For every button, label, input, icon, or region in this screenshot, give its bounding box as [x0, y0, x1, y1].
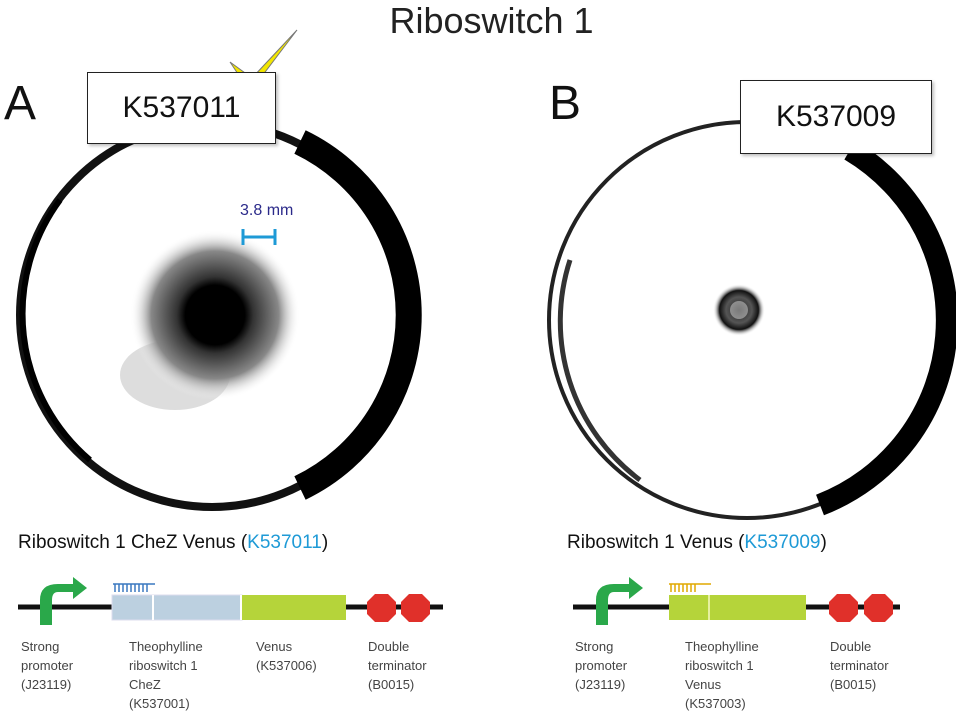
scale-bar — [241, 229, 277, 245]
part-label-riboswitch-b: Theophylline riboswitch 1 Venus (K537003… — [685, 639, 759, 711]
riboswitch-aptamer-icon — [113, 583, 155, 592]
part-label-promoter-a: Strong promoter (J23119) — [21, 639, 74, 692]
construct-b — [573, 577, 900, 625]
caption-text: Riboswitch 1 CheZ Venus ( — [18, 532, 248, 553]
terminator-icon — [401, 594, 430, 622]
figure-title: Riboswitch 1 — [389, 0, 594, 41]
caption-text: Riboswitch 1 Venus ( — [567, 532, 745, 553]
strain-label-b: K537009 — [740, 80, 932, 154]
panel-letter-a: A — [4, 77, 37, 130]
caption-b: Riboswitch 1 Venus (K537009) — [567, 532, 827, 554]
venus-part — [240, 595, 346, 620]
caption-text: ) — [321, 532, 329, 553]
strain-label-text: K537009 — [775, 100, 897, 133]
terminator-icon — [829, 594, 858, 622]
colony — [713, 284, 765, 336]
riboswitch-part — [111, 594, 243, 621]
construct-diagrams — [18, 577, 900, 625]
construct-a — [18, 577, 443, 625]
riboswitch-aptamer-icon — [669, 583, 711, 592]
part-link[interactable]: K537011 — [247, 532, 322, 553]
caption-text: ) — [820, 532, 827, 553]
part-label-promoter-b: Strong promoter (J23119) — [575, 639, 628, 692]
strain-label-text: K537011 — [122, 91, 241, 124]
part-label-venus-a: Venus (K537006) — [256, 639, 317, 673]
promoter-arrow-icon — [596, 577, 643, 625]
panel-letter-b: B — [549, 77, 582, 130]
terminator-icon — [367, 594, 396, 622]
strain-label-a: K537011 — [87, 72, 276, 144]
riboswitch-venus-part — [669, 595, 806, 620]
promoter-arrow-icon — [40, 577, 87, 625]
part-link[interactable]: K537009 — [744, 532, 821, 553]
scale-bar-label: 3.8 mm — [240, 202, 294, 219]
caption-a: Riboswitch 1 CheZ Venus (K537011) — [18, 532, 328, 554]
part-label-terminator-b: Double terminator (B0015) — [830, 639, 889, 692]
part-label-riboswitch-a: Theophylline riboswitch 1 CheZ (K537001) — [129, 639, 203, 711]
terminator-icon — [864, 594, 893, 622]
plate-a — [16, 119, 422, 511]
colony — [187, 287, 243, 343]
part-label-terminator-a: Double terminator (B0015) — [368, 639, 427, 692]
plate-b — [547, 120, 956, 520]
